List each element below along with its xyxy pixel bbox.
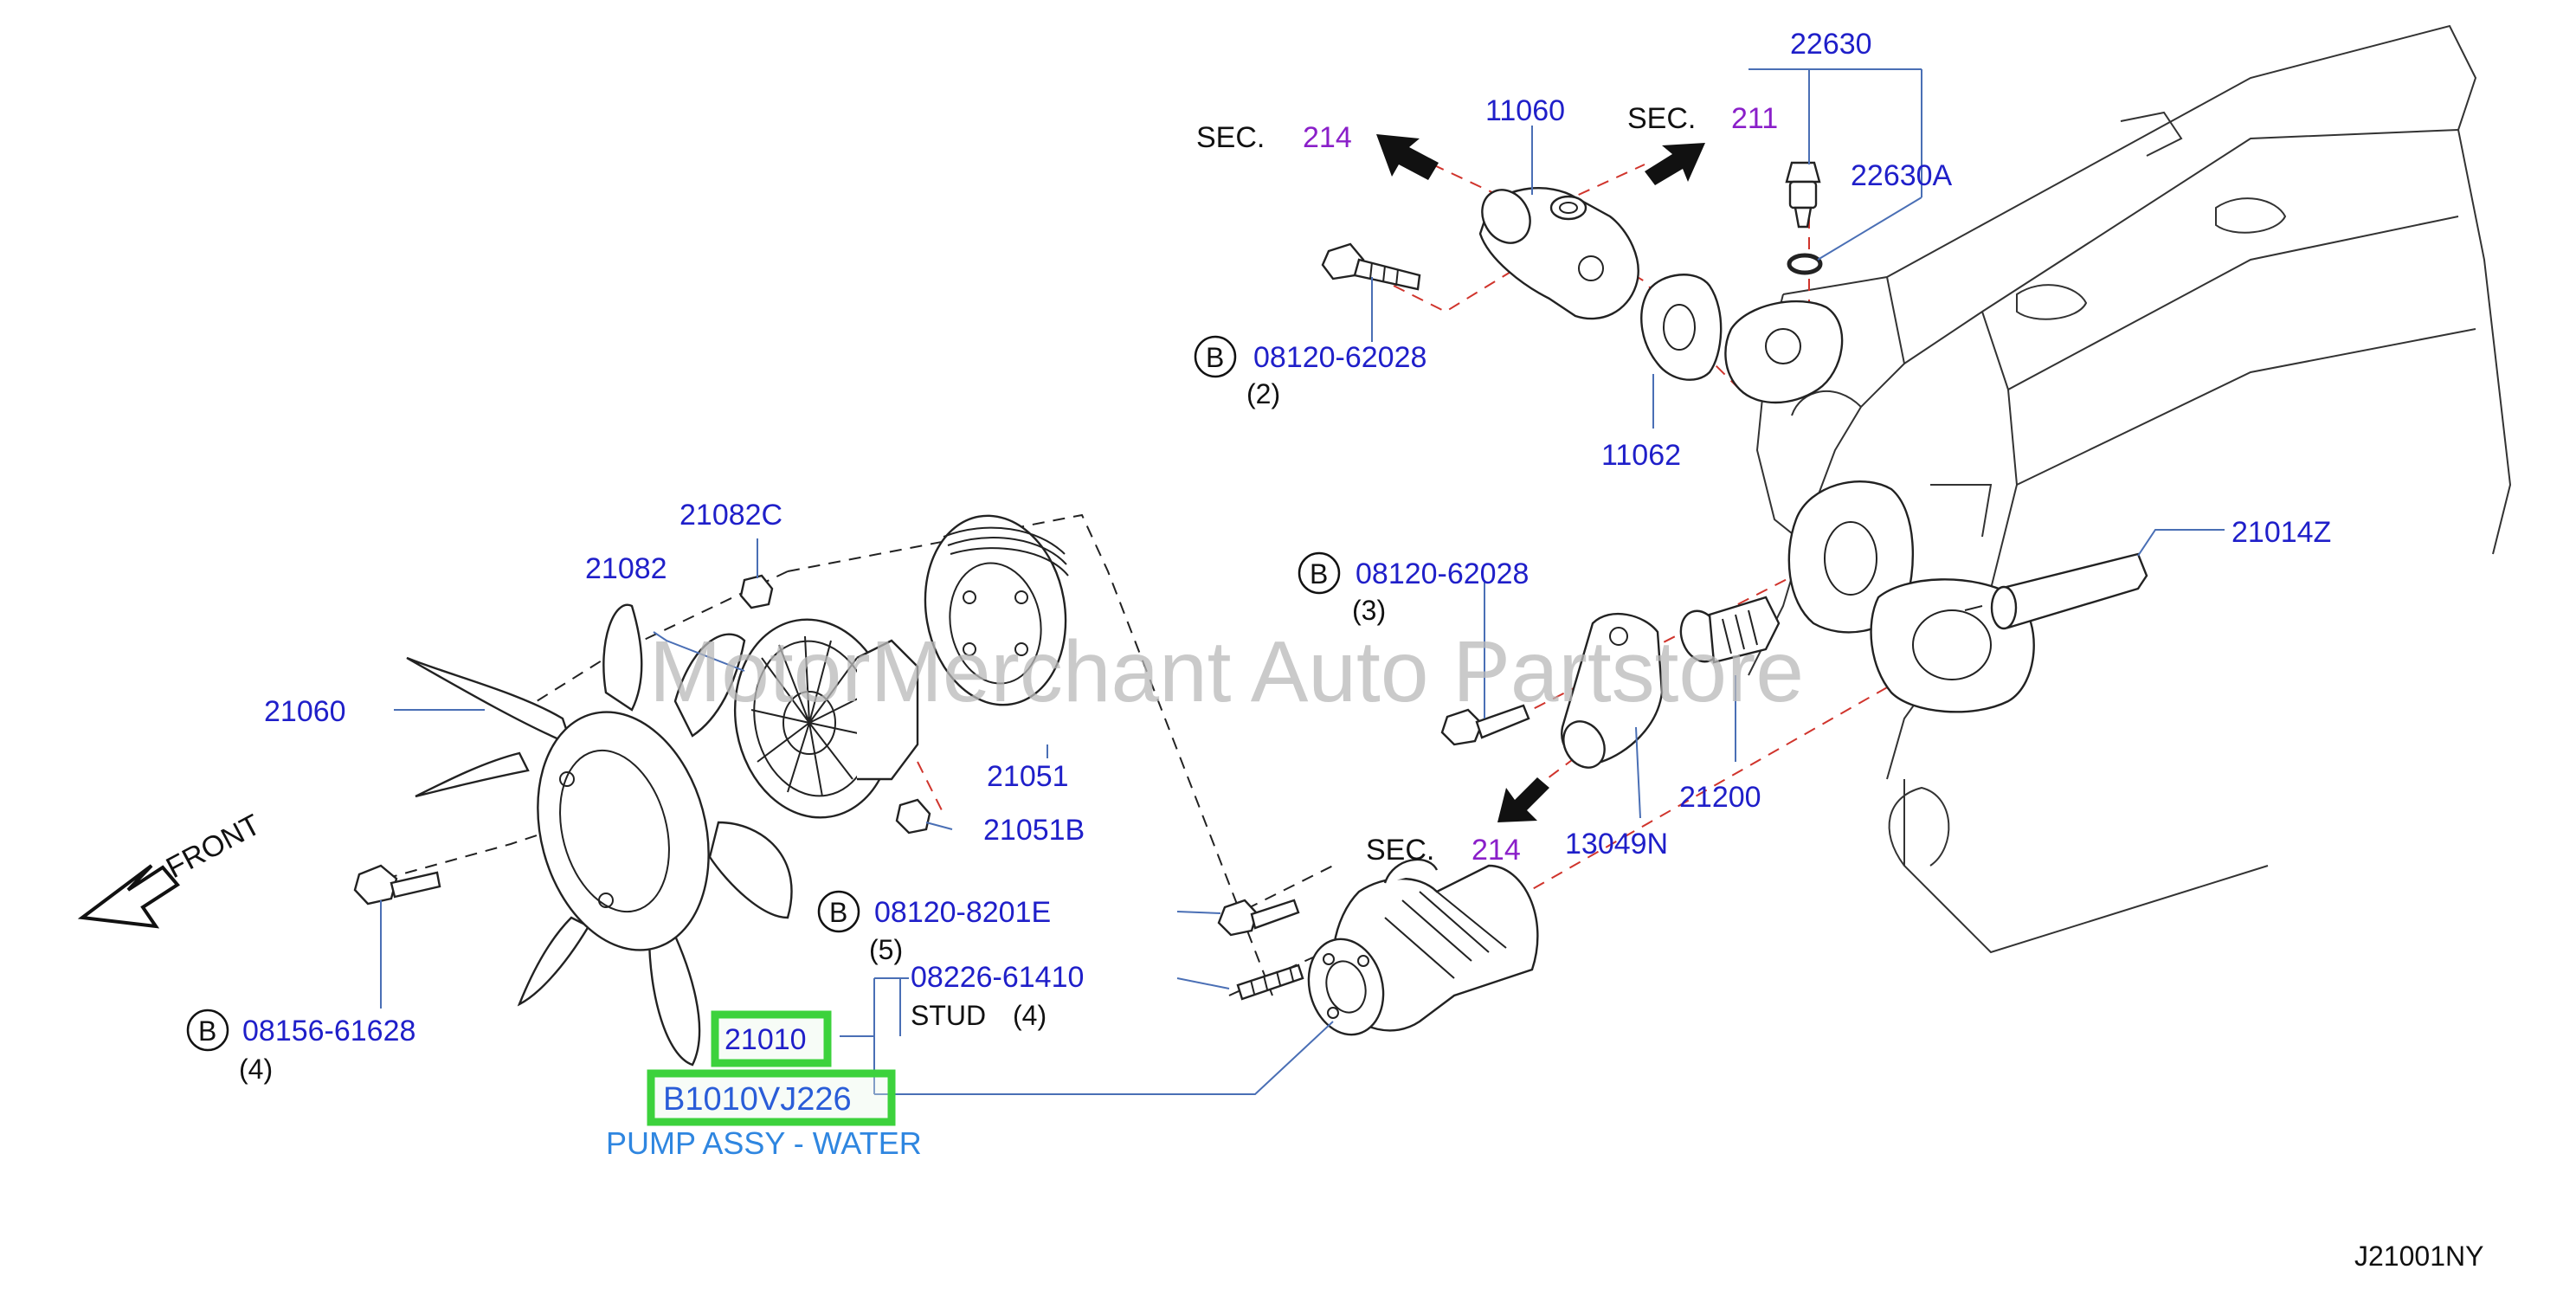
thermostat-line-2 (1497, 657, 1940, 910)
label-selected-part-number[interactable]: B1010VJ226 (663, 1081, 852, 1118)
label-21082c[interactable]: 21082C (679, 499, 782, 532)
bolt-number-pump[interactable]: 08120-8201E (874, 896, 1051, 929)
stud-label: STUD (911, 1000, 986, 1031)
bolt-callout-thermostat: B 08120-62028 (3) (1298, 551, 1529, 626)
sec214-top-arrow-icon (1376, 134, 1439, 180)
bolt-qty-outlet: (2) (1246, 378, 1280, 409)
part-pulley (924, 514, 1069, 706)
nut-line (917, 761, 944, 815)
part-outlet-gasket (1640, 274, 1723, 381)
stud-number[interactable]: 08226-61410 (911, 961, 1084, 994)
highlight-box-21010 (711, 1010, 832, 1067)
outlet-centerline (1432, 164, 1741, 390)
part-outlet-bolt (1321, 242, 1421, 291)
part-sensor-oring (1787, 253, 1823, 275)
watermark-text: MotorMerchant Auto Partstore (649, 623, 1804, 720)
part-thermostat-cover (1561, 612, 1664, 769)
label-13049n[interactable]: 13049N (1565, 828, 1668, 860)
bolt-number-fan[interactable]: 08156-61628 (242, 1015, 415, 1047)
sec214-bottom-arrow-icon (1497, 777, 1549, 822)
pulley-box (787, 513, 1273, 996)
drawing-code: J21001NY (2354, 1241, 2483, 1272)
part-fan-clutch (733, 618, 919, 819)
label-leaders (380, 68, 2225, 1095)
stud-callout: 08226-61410 STUD (4) (911, 961, 1084, 1031)
label-21051b[interactable]: 21051B (983, 814, 1085, 847)
part-pump-stud (1236, 964, 1304, 1001)
bolt-qty-pump: (5) (869, 934, 903, 965)
label-21010[interactable]: 21010 (724, 1023, 807, 1056)
label-22630a[interactable]: 22630A (1851, 159, 1953, 192)
stud-qty: (4) (1013, 1000, 1046, 1031)
front-label: FRONT (161, 809, 266, 886)
bolt-number-outlet[interactable]: 08120-62028 (1253, 341, 1426, 374)
bolt-qty-thermostat: (3) (1352, 595, 1386, 626)
label-11060[interactable]: 11060 (1485, 94, 1565, 127)
bolt-callout-fan: B 08156-61628 (4) (186, 1009, 415, 1085)
sec-number-214-bottom[interactable]: 214 (1472, 834, 1521, 867)
bolt-badge-letter: B (1206, 342, 1224, 373)
part-water-pump (1307, 858, 1539, 1036)
sec-label-211: SEC. (1627, 102, 1696, 135)
part-clutch-nut-top (739, 574, 774, 609)
b-badge-icon (1298, 551, 1341, 595)
part-thermostat-bolt (1440, 704, 1530, 746)
bolt-callout-outlet: B 08120-62028 (2) (1194, 335, 1426, 409)
pulley-box-left (536, 570, 789, 702)
sec211-arrow-icon (1645, 143, 1705, 185)
part-fan-bolt (353, 864, 441, 906)
part-clutch-nut-bottom (895, 798, 931, 835)
label-selected-part-description: PUMP ASSY - WATER (606, 1125, 922, 1161)
front-arrow-icon (77, 864, 180, 929)
housing-to-sec214 (1540, 757, 1576, 784)
b-badge-icon (817, 890, 860, 933)
label-21060[interactable]: 21060 (264, 695, 346, 728)
section-references: SEC. 214 SEC. 211 SEC. 214 (1196, 102, 1778, 867)
part-temp-sensor (1785, 161, 1821, 229)
part-cylinder-head-port (1724, 300, 1844, 404)
label-22630[interactable]: 22630 (1790, 28, 1872, 61)
part-fan-blade (406, 603, 793, 1067)
b-badge-icon (1194, 335, 1237, 378)
label-21051[interactable]: 21051 (987, 760, 1069, 793)
sec-label-bottom: SEC. (1366, 834, 1434, 867)
bolt-qty-fan: (4) (239, 1054, 273, 1085)
label-11062[interactable]: 11062 (1601, 439, 1681, 472)
bolt-number-thermostat[interactable]: 08120-62028 (1356, 557, 1529, 590)
label-21082[interactable]: 21082 (585, 552, 667, 585)
pump-bolt-line-2 (1246, 865, 1334, 910)
sec-label-top: SEC. (1196, 121, 1265, 154)
part-sensor-21014z (1964, 552, 2148, 630)
part-thermostat (1679, 596, 1781, 664)
bolt-badge-letter: B (198, 1015, 216, 1047)
part-labels: 22630 22630A 11060 11062 21014Z 21082C 2… (264, 28, 2331, 1161)
bolt-badge-letter: B (1310, 558, 1328, 590)
sec-number-211[interactable]: 211 (1731, 102, 1778, 135)
sec-number-214-top[interactable]: 214 (1303, 121, 1352, 154)
b-badge-icon (186, 1009, 229, 1052)
label-21014z[interactable]: 21014Z (2231, 516, 2331, 549)
part-water-outlet (1478, 187, 1639, 320)
bolt-badge-letter: B (829, 897, 847, 928)
highlight-box-selected-part (647, 1069, 896, 1126)
label-21200[interactable]: 21200 (1679, 781, 1761, 814)
part-pump-bolt (1217, 899, 1300, 937)
bolt-callout-pump: B 08120-8201E (5) (817, 890, 1051, 965)
